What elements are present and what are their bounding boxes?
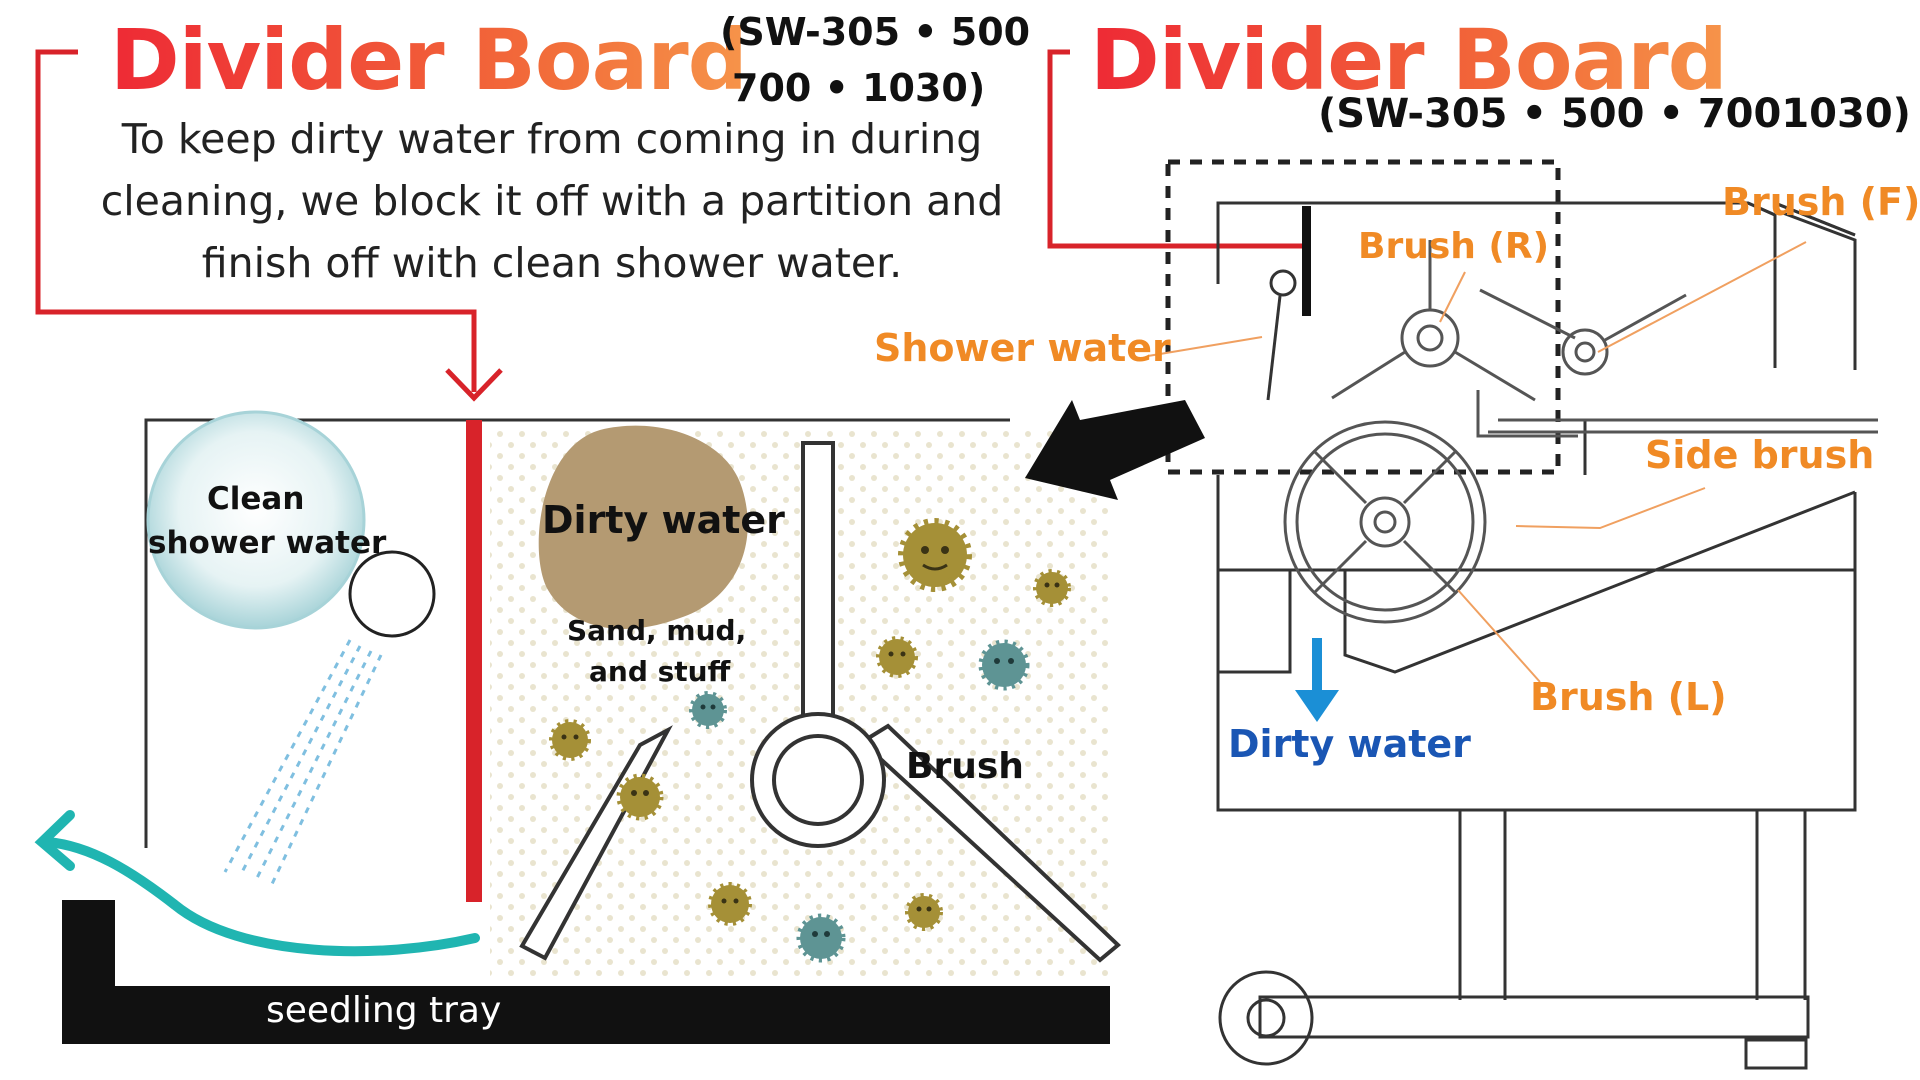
dirty-water-arrow (1295, 638, 1339, 722)
side-brush-leader (1515, 487, 1706, 530)
clean-water-flow-arrow (34, 810, 480, 957)
brush-label-left: Brush (906, 746, 1024, 787)
brush-r-leader (1439, 271, 1466, 323)
machine-divider-board (1302, 206, 1311, 316)
brush-l (1283, 420, 1487, 624)
dirty-water-label-right: Dirty water (1228, 722, 1471, 766)
brush-r-label: Brush (R) (1358, 226, 1550, 267)
machine-shower-nozzle (1147, 269, 1297, 401)
left-model-line1: (SW-305 • 500 (720, 10, 1031, 54)
zoom-arrow (1025, 400, 1205, 500)
brush-f-leader (1597, 241, 1807, 353)
side-brush (1476, 390, 1878, 438)
shower-water-label: Shower water (874, 326, 1171, 370)
brush-l-leader (1457, 589, 1541, 683)
shower-nozzle (348, 550, 436, 638)
brush-l-label: Brush (L) (1530, 675, 1727, 719)
seedling-tray-label: seedling tray (266, 988, 501, 1035)
sand-label-line1: Sand, mud, (567, 614, 747, 647)
left-model-line2: 700 • 1030) (732, 66, 986, 110)
brush-r (1331, 240, 1536, 402)
brush-f-label: Brush (F) (1722, 180, 1920, 224)
germs (549, 518, 1071, 963)
right-title: Divider Board (1090, 11, 1728, 109)
right-divider-leader (1047, 49, 1305, 249)
dirty-water-label-left: Dirty water (542, 498, 785, 542)
washer-machine-body (1216, 201, 1857, 1070)
clean-shower-label-line2: shower water (148, 525, 387, 561)
right-model: (SW-305 • 500 • 7001030) (1318, 91, 1911, 137)
cleaning-box-outline (144, 418, 1010, 848)
divider-board (466, 420, 482, 902)
side-brush-label: Side brush (1645, 433, 1875, 477)
left-description: To keep dirty water from coming in durin… (100, 115, 1004, 287)
left-divider-leader (35, 49, 503, 402)
clean-shower-bubble (146, 410, 366, 630)
sand-label-line2: and stuff (589, 655, 731, 688)
left-title: Divider Board (110, 11, 748, 109)
dirty-water-blob (538, 425, 748, 629)
clean-shower-label-line1: Clean (207, 481, 305, 517)
brush-f (1479, 288, 1687, 376)
shower-spray (223, 639, 383, 885)
